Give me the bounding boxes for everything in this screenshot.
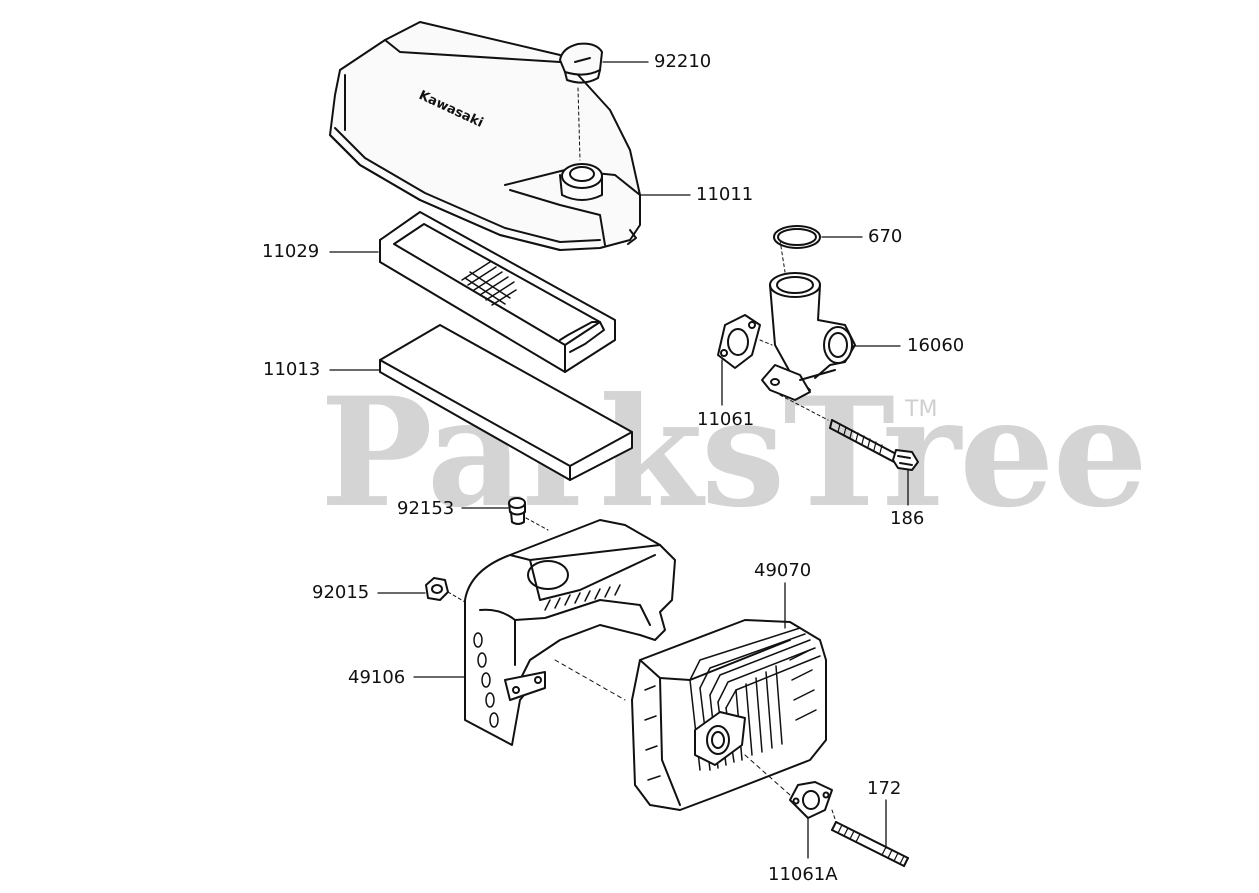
callout-670[interactable]: 670: [868, 226, 903, 247]
callout-49106[interactable]: 49106: [348, 667, 406, 688]
cap-drawing[interactable]: [559, 42, 603, 161]
nut-drawing[interactable]: [425, 577, 466, 603]
air-cleaner-cover-drawing[interactable]: Kawasaki: [329, 21, 641, 251]
callout-49070[interactable]: 49070: [754, 560, 812, 581]
callout-11061A[interactable]: 11061A: [768, 864, 838, 885]
bolt-drawing[interactable]: [779, 394, 919, 471]
callout-11061[interactable]: 11061: [697, 409, 755, 430]
callout-11029[interactable]: 11029: [262, 241, 320, 262]
callout-92153[interactable]: 92153: [397, 498, 455, 519]
leader-lines: [329, 61, 909, 859]
muffler-guard-drawing[interactable]: [464, 519, 676, 746]
callout-172[interactable]: 172: [867, 778, 902, 799]
intake-elbow-drawing[interactable]: [761, 239, 856, 401]
callout-11013[interactable]: 11013: [263, 359, 321, 380]
pre-cleaner-drawing[interactable]: [379, 324, 633, 481]
trademark-mark: TM: [905, 397, 938, 422]
o-ring-drawing[interactable]: [773, 225, 821, 249]
callout-11011[interactable]: 11011: [696, 184, 754, 205]
screw-drawing[interactable]: [508, 497, 549, 531]
stud-drawing[interactable]: [831, 809, 909, 867]
callout-186[interactable]: 186: [890, 508, 925, 529]
air-filter-drawing[interactable]: [379, 211, 616, 373]
callout-92210[interactable]: 92210: [654, 51, 712, 72]
muffler-drawing[interactable]: [631, 619, 827, 811]
callout-16060[interactable]: 16060: [907, 335, 965, 356]
callout-92015[interactable]: 92015: [312, 582, 370, 603]
gasket-drawing[interactable]: [717, 314, 773, 369]
